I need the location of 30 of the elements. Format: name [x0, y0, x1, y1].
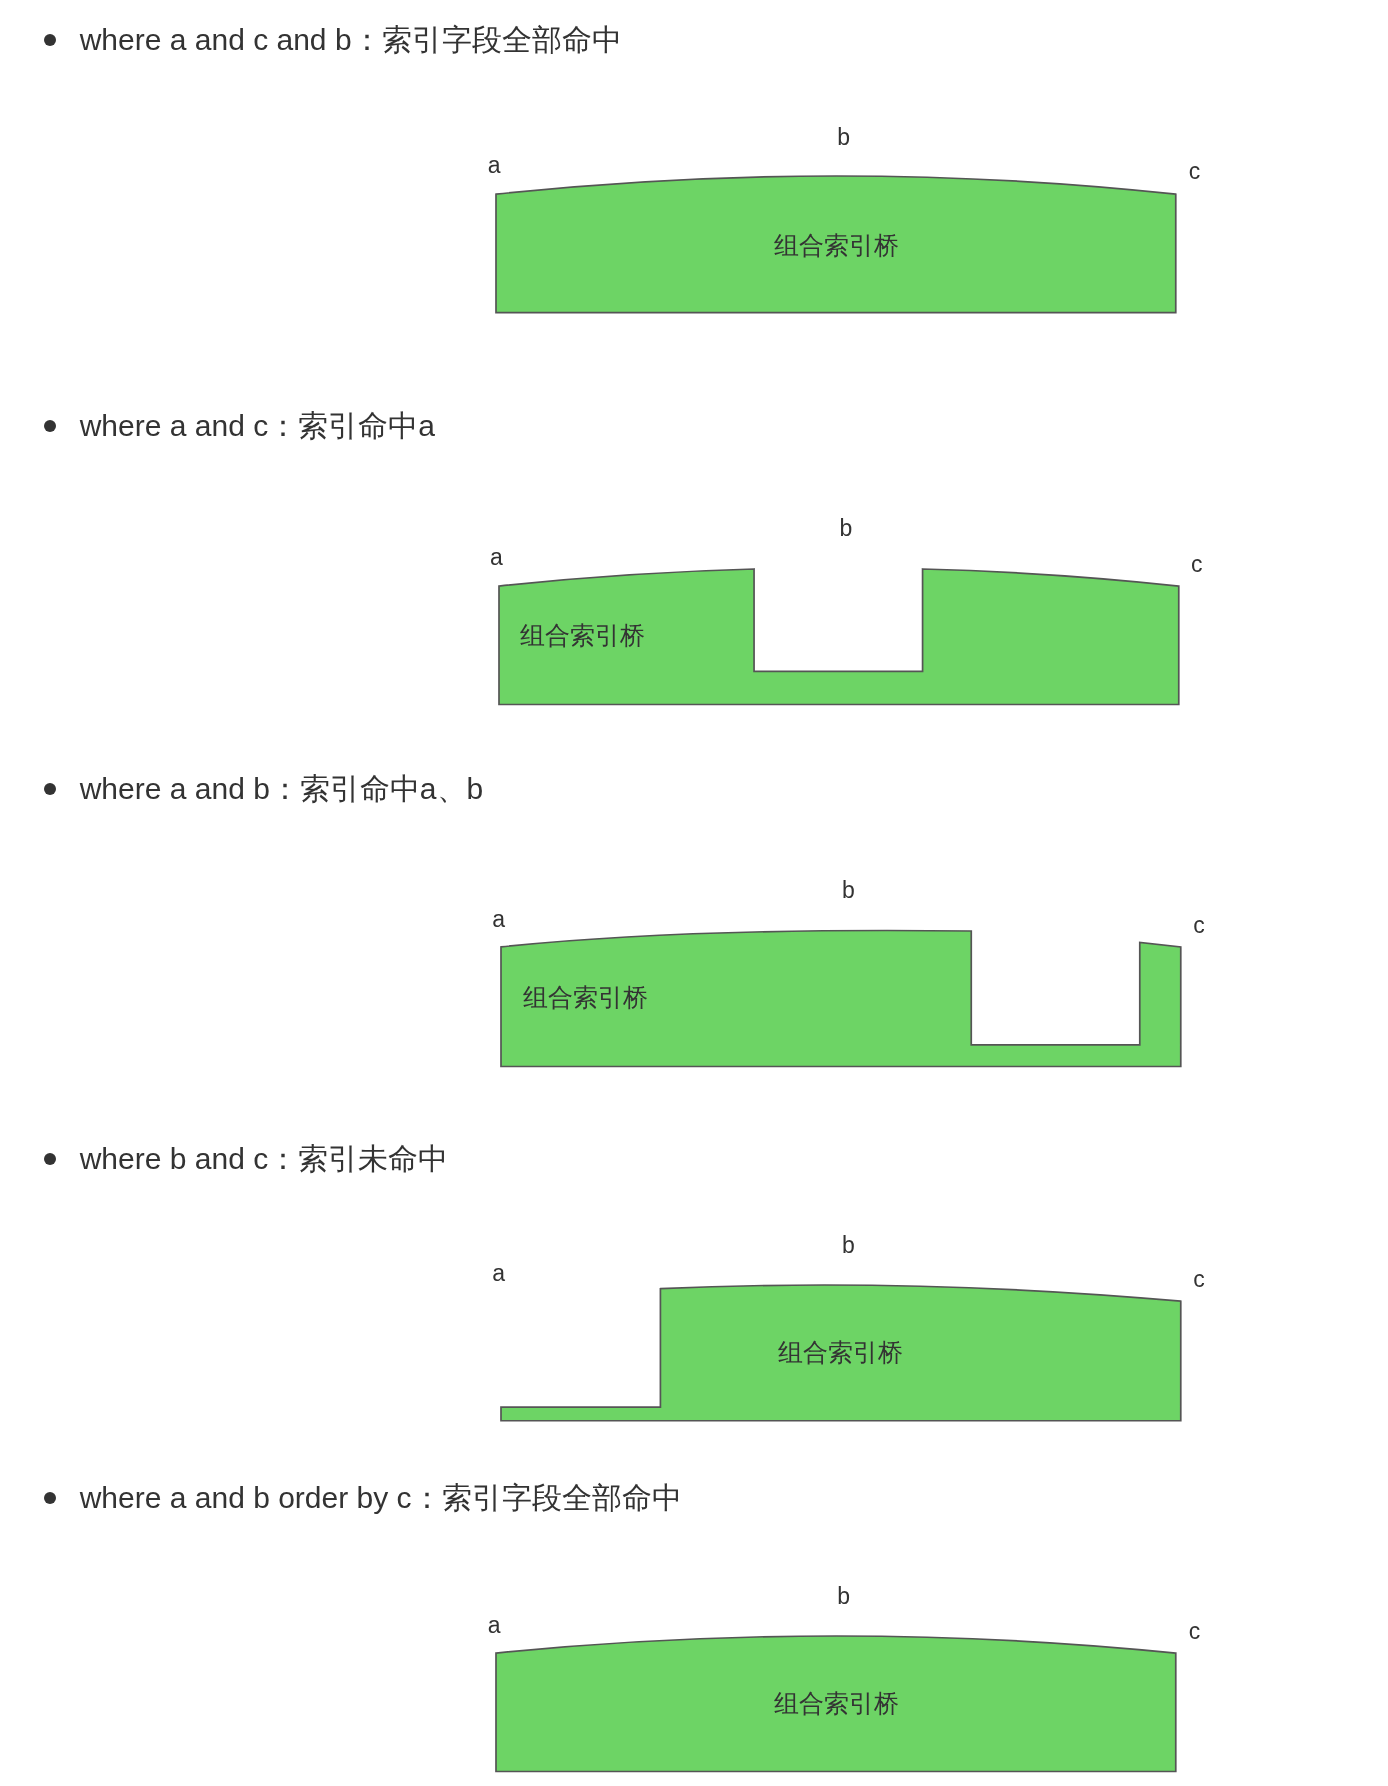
point-label: a [492, 1260, 506, 1286]
bridge-shape [498, 569, 1179, 705]
bridge-label: 组合索引桥 [774, 1688, 900, 1719]
bridge-label: 组合索引桥 [522, 982, 648, 1013]
point-label: c [1190, 550, 1203, 577]
point-label: b [841, 877, 855, 904]
point-label: b [837, 1583, 851, 1610]
point-label: b [839, 515, 853, 542]
bullet-text: where b and c：索引未命中 [79, 1141, 449, 1178]
point-label: a [492, 905, 506, 932]
point-label: c [1193, 911, 1205, 938]
bullet-text: where a and b order by c：索引字段全部命中 [79, 1480, 682, 1517]
point-label: c [1193, 1265, 1205, 1292]
bullet-text: where a and c and b：索引字段全部命中 [79, 21, 622, 58]
bridge-label: 组合索引桥 [777, 1336, 903, 1367]
bridge-label: 组合索引桥 [520, 620, 646, 651]
bridge-shape [496, 176, 1177, 314]
point-label: c [1188, 1617, 1201, 1644]
point-label: a [490, 543, 503, 570]
point-label: a [487, 152, 501, 179]
bridge-shape [501, 1283, 1181, 1421]
bridge-label: 组合索引桥 [774, 229, 900, 260]
bullet-text: where a and b：索引命中a、b [79, 771, 484, 808]
point-label: b [841, 1231, 855, 1258]
point-label: a [487, 1611, 501, 1638]
point-label: b [837, 123, 851, 150]
bridge-shape [501, 931, 1181, 1067]
bridge-shape [496, 1636, 1177, 1772]
bullet-text: where a and c：索引命中a [79, 407, 435, 444]
point-label: c [1188, 157, 1201, 184]
